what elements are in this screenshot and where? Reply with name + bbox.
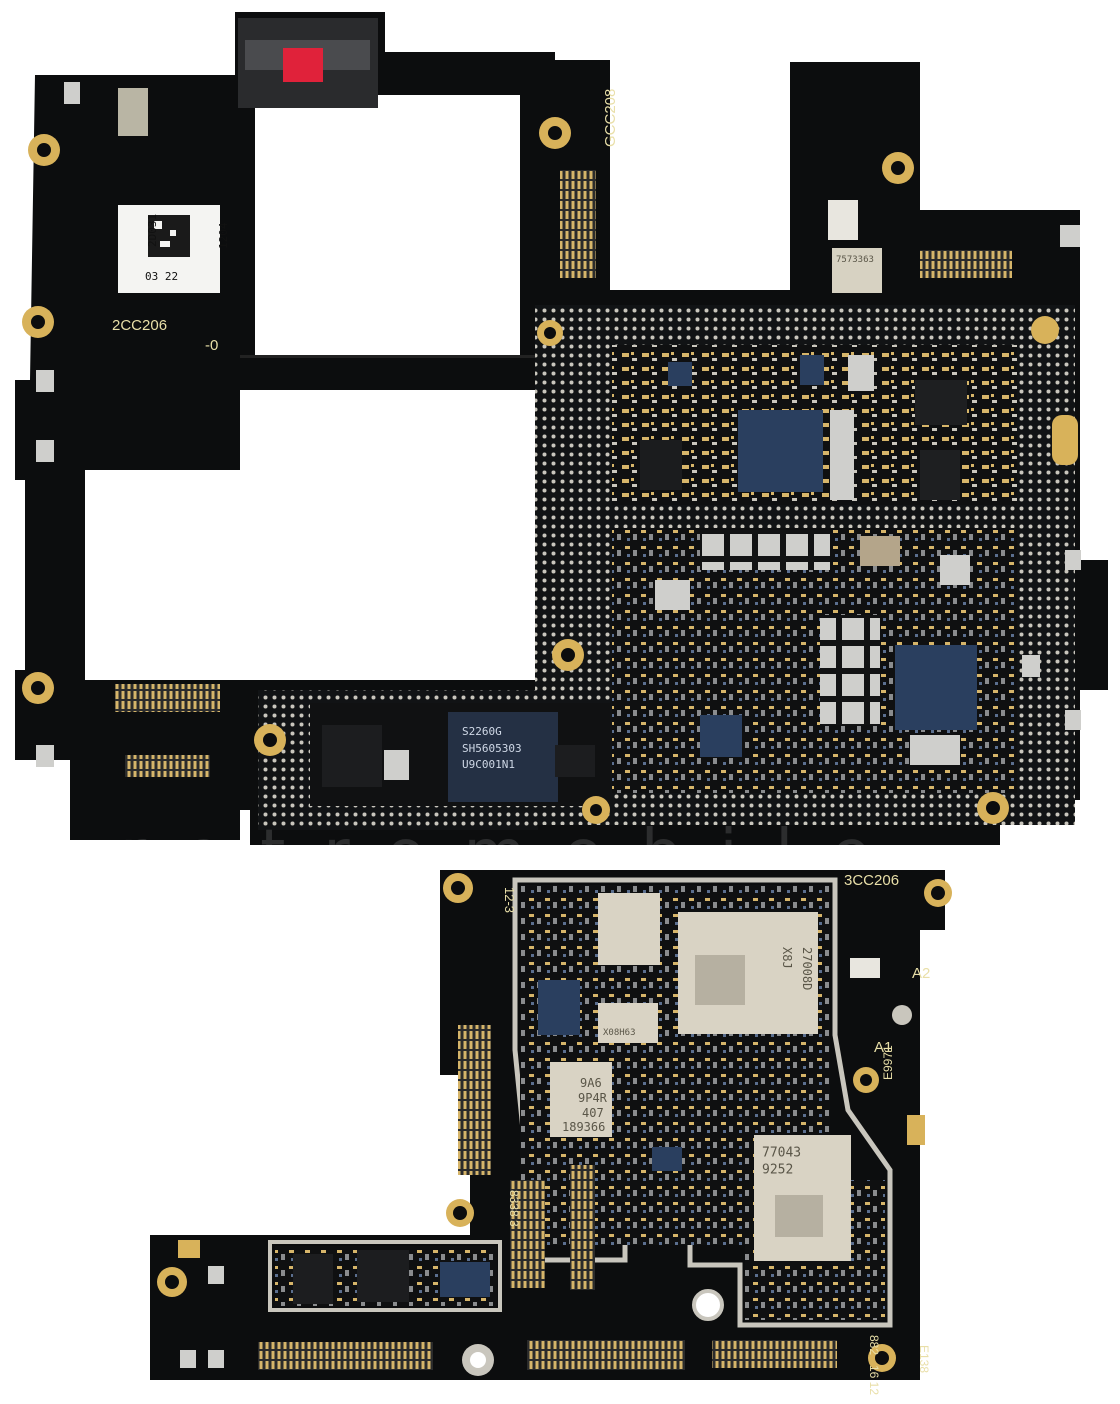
silkscreen-text: A2 — [912, 965, 930, 982]
qr-code-icon — [695, 955, 745, 1005]
silkscreen-text: 2CC206 — [112, 317, 167, 334]
silkscreen-text: A1 — [874, 1039, 892, 1056]
connector — [458, 1025, 491, 1175]
chip-marking: 189366 — [562, 1120, 605, 1134]
silkscreen-text: 16 12 — [867, 1365, 881, 1395]
silkscreen-text: E9971 — [881, 1045, 895, 1080]
chip-marking: U9C001N1 — [462, 758, 515, 771]
chip-marking: X08H63 — [603, 1028, 636, 1038]
chip-marking: SH5605303 — [462, 742, 522, 755]
sticker-text: 1204 — [217, 222, 230, 249]
sticker-text: 2D031 — [146, 214, 159, 247]
silkscreen-text: 12-3 — [502, 887, 517, 913]
rf-chip-a — [550, 1062, 612, 1137]
cutout-camera — [255, 95, 520, 355]
connector — [258, 1342, 433, 1370]
connector — [510, 1180, 545, 1288]
connector — [920, 250, 1012, 278]
silkscreen-text: GCC208 — [602, 89, 619, 147]
component-marking: 7573363 — [836, 255, 874, 265]
chip-marking: 77043 — [762, 1146, 801, 1161]
connector — [115, 684, 220, 712]
sticker-text: 03 22 — [145, 270, 178, 283]
lower-board: 27008D X8J X08H63 9A6 9P4R 407 189366 77… — [150, 870, 952, 1395]
connector — [560, 170, 596, 278]
blue-ic-right — [895, 645, 977, 730]
silkscreen-text: E138 — [917, 1345, 931, 1373]
silkscreen-text: -0 — [205, 337, 218, 354]
connector — [527, 1340, 685, 1370]
blue-ic-main — [738, 410, 823, 492]
chip-marking: S2260G — [462, 725, 502, 738]
connector — [570, 1165, 595, 1290]
chip-marking: 9A6 — [580, 1076, 602, 1090]
chip-marking: 27008D — [800, 947, 814, 990]
red-tape — [283, 48, 323, 82]
silkscreen-text: 882 — [867, 1335, 881, 1355]
upper-board: S2260G SH5605303 U9C001N1 2D031 03 22 12… — [15, 12, 1108, 845]
chip-marking: 9252 — [762, 1163, 793, 1178]
chip-marking: X8J — [780, 947, 794, 969]
chip-marking: 407 — [582, 1106, 604, 1120]
silkscreen-text: 8338 3 — [507, 1190, 521, 1227]
chip-marking: 9P4R — [578, 1091, 608, 1105]
connector — [712, 1340, 837, 1368]
silkscreen-text: 3CC206 — [844, 872, 899, 889]
connector — [125, 755, 210, 777]
storage-chip — [448, 712, 558, 802]
cutout-battery — [85, 390, 545, 680]
